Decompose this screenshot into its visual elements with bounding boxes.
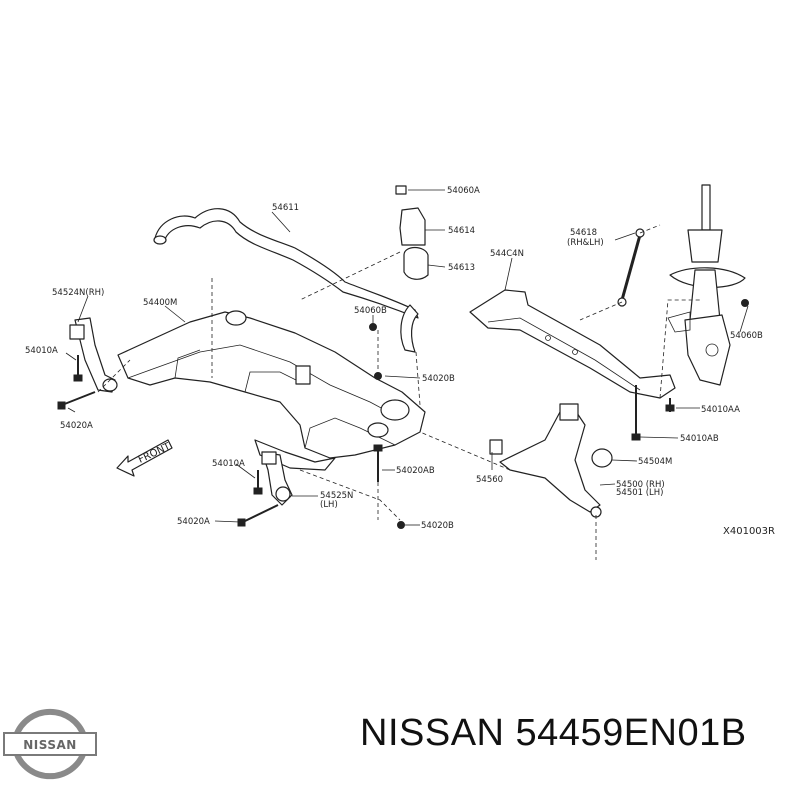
nut-54060B-right (741, 299, 749, 307)
left-bracket-rh (69, 317, 118, 393)
callout-label: 54060B (354, 306, 387, 316)
bolt-54020AB (373, 444, 383, 482)
callout-label: 54060B (730, 331, 763, 341)
callout-label: (RH&LH) (567, 238, 604, 248)
bolt-54020A-left (57, 391, 96, 410)
callout-label: 54614 (448, 226, 475, 236)
suspension-crossmember (117, 310, 426, 471)
assembly-lines (97, 224, 700, 560)
callout-label: 54500 (RH) (616, 480, 665, 490)
callout-label: 54010A (212, 459, 245, 469)
callout-label: 54020B (421, 521, 454, 531)
callout-label: (LH) (320, 500, 338, 510)
left-bracket-lh (261, 451, 293, 506)
callout-label: 54618 (570, 228, 597, 238)
callout-label: 54525N (320, 491, 353, 501)
leader-lines (65, 189, 749, 526)
transverse-link (489, 403, 613, 518)
callout-label: 54020A (60, 421, 93, 431)
logo-wordmark: NISSAN (23, 738, 77, 752)
bolt-54020A-bottom (237, 504, 279, 527)
callout-label: 54010AB (680, 434, 719, 444)
front-label: FRONT (137, 441, 173, 466)
callout-label: 54613 (448, 263, 475, 273)
callout-label: 54020A (177, 517, 210, 527)
front-member (469, 289, 676, 399)
callout-label: 54400M (143, 298, 177, 308)
part-number-label: NISSAN 54459EN01B (360, 712, 747, 754)
front-direction-arrow: FRONT (116, 439, 173, 477)
callout-label: 54020AB (396, 466, 435, 476)
callout-label: 54010AA (701, 405, 740, 415)
nissan-logo: NISSAN (3, 708, 97, 780)
callout-label: 54501 (LH) (616, 488, 664, 498)
nut-54060B-left (369, 323, 377, 331)
callout-label: 544C4N (490, 249, 524, 259)
bolt-54010AA (665, 398, 675, 412)
callout-label: 54010A (25, 346, 58, 356)
callout-label: 54611 (272, 203, 299, 213)
stabilizer-bar (153, 208, 419, 353)
bolt-54010A-mid (253, 470, 263, 495)
callout-label: 54560 (476, 475, 503, 485)
stabilizer-clamp (395, 185, 429, 280)
callout-label: 54504M (638, 457, 672, 467)
callout-label: 54020B (422, 374, 455, 384)
callout-label: 54524N(RH) (52, 288, 104, 298)
callout-label: 54060A (447, 186, 480, 196)
stabilizer-link (617, 228, 645, 307)
strut-assembly (667, 184, 746, 386)
figure-code: X401003R (723, 526, 775, 537)
bolt-54010A-left (73, 355, 83, 382)
nut-54020B-bottom (397, 521, 405, 529)
callout-labels: 54611 54060A 54614 54613 54618 (RH&LH) 5… (25, 186, 775, 537)
